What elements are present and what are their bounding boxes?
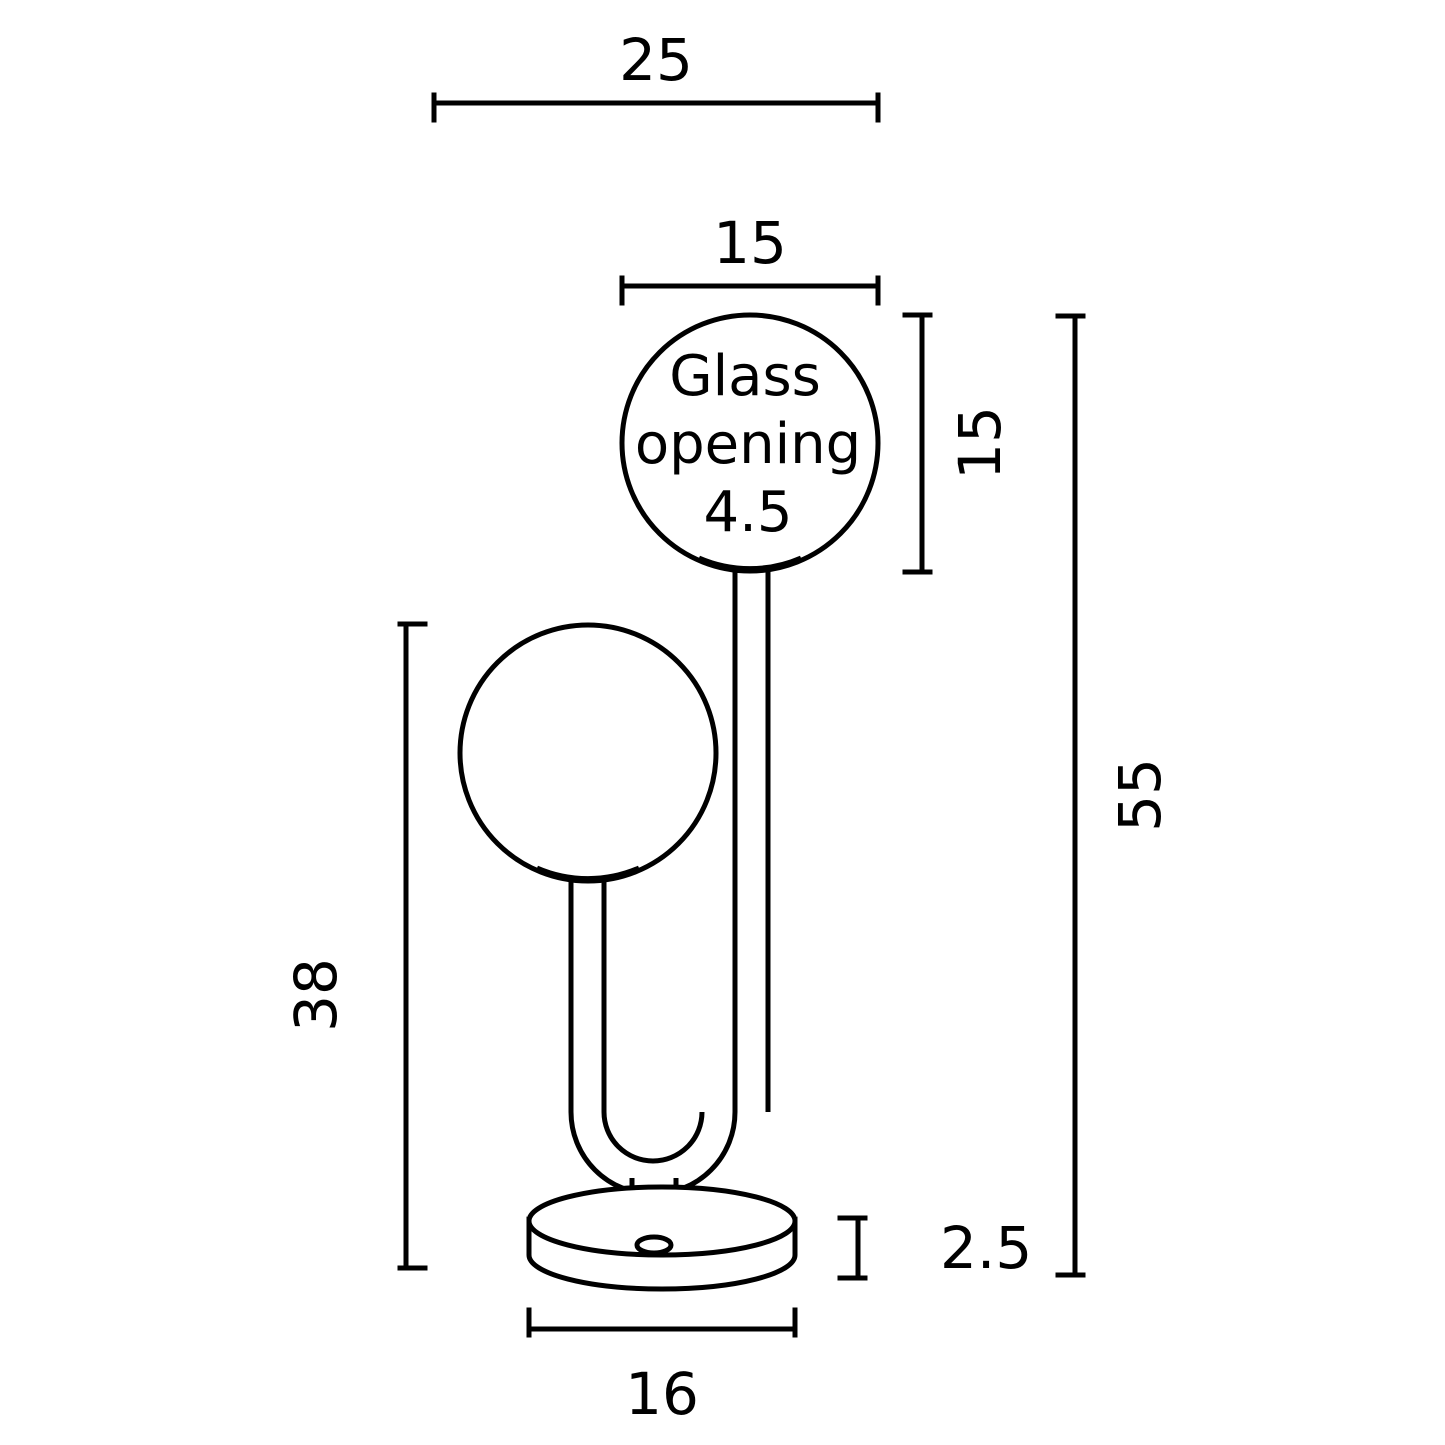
dimension-lamp-height: 38 (282, 621, 428, 1271)
glass-opening-line-3: 4.5 (703, 480, 792, 545)
lamp-base (526, 1184, 798, 1292)
dimension-base-width: 16 (526, 1307, 798, 1428)
upper-globe (619, 312, 881, 574)
dimension-label-globe-height: 15 (946, 406, 1014, 480)
dimension-globe-diameter: 15 (619, 209, 881, 306)
dimension-total-height: 55 (1055, 313, 1174, 1278)
dimension-label-overall-width: 25 (619, 26, 693, 94)
glass-opening-line-2: opening (635, 412, 861, 477)
dimension-label-lamp-height: 38 (282, 958, 350, 1032)
dimension-label-total-height: 55 (1106, 758, 1174, 832)
dimension-label-base-thickness: 2.5 (940, 1214, 1032, 1282)
dimension-overall-width: 25 (431, 26, 881, 123)
glass-opening-line-1: Glass (669, 344, 821, 409)
dimension-globe-height: 15 (902, 312, 1014, 575)
dimension-base-thickness: 2.5 (837, 1214, 1032, 1282)
dimension-label-globe-diameter: 15 (713, 209, 787, 277)
glass-opening-annotation: Glass opening 4.5 (635, 344, 861, 545)
dimension-label-base-width: 16 (625, 1360, 699, 1428)
lower-globe (457, 622, 719, 884)
